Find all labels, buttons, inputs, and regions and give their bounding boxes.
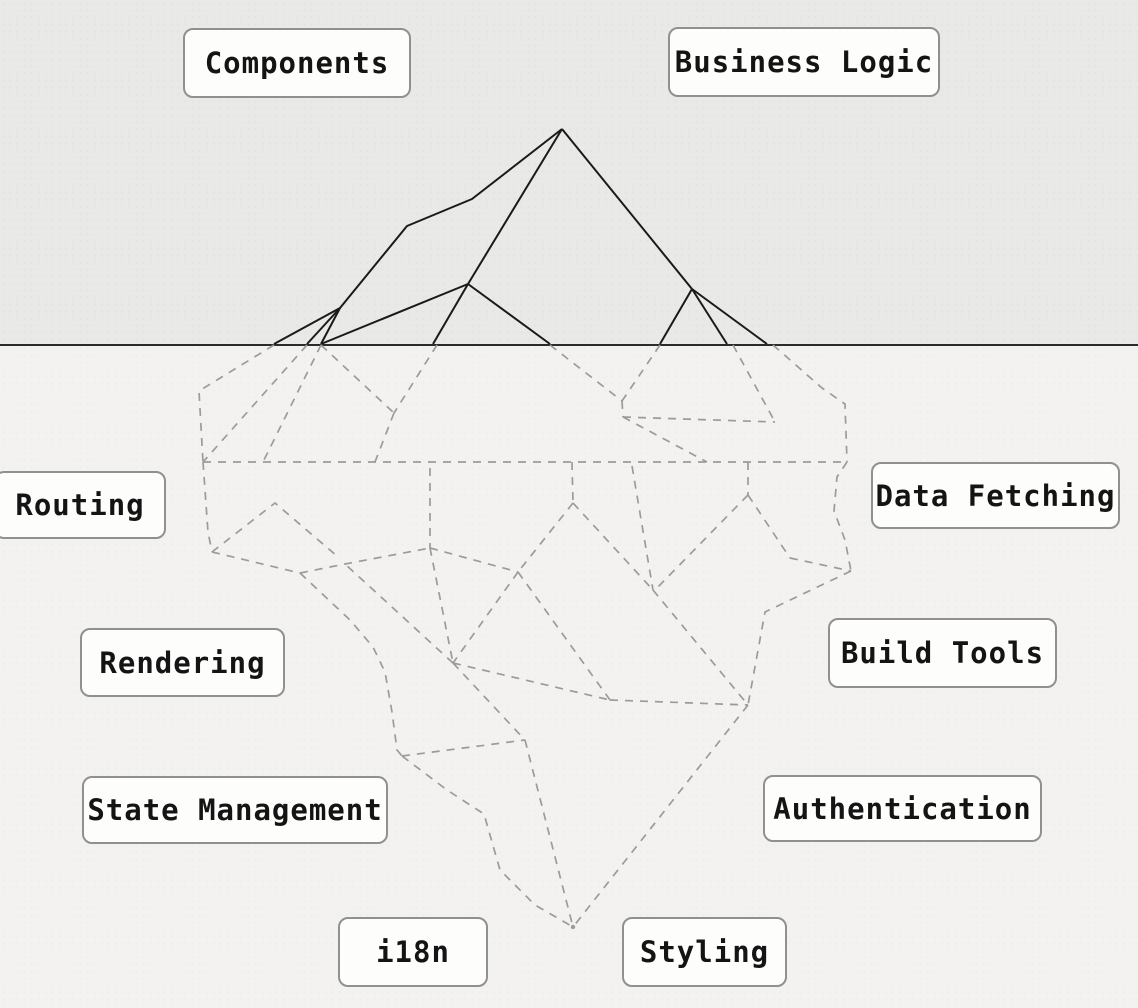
label-build-tools: Build Tools	[828, 618, 1057, 688]
label-rendering: Rendering	[80, 628, 285, 697]
label-state-management: State Management	[82, 776, 388, 844]
iceberg-tip-lines	[273, 128, 768, 345]
label-components: Components	[183, 28, 411, 98]
label-data-fetching: Data Fetching	[871, 462, 1120, 529]
label-styling: Styling	[622, 917, 787, 987]
iceberg-underwater-lines	[198, 344, 852, 930]
label-i18n: i18n	[338, 917, 488, 987]
label-authentication: Authentication	[763, 775, 1042, 842]
label-business-logic: Business Logic	[668, 27, 940, 97]
iceberg-bottom-apex-dot	[570, 924, 576, 930]
label-routing: Routing	[0, 471, 166, 539]
